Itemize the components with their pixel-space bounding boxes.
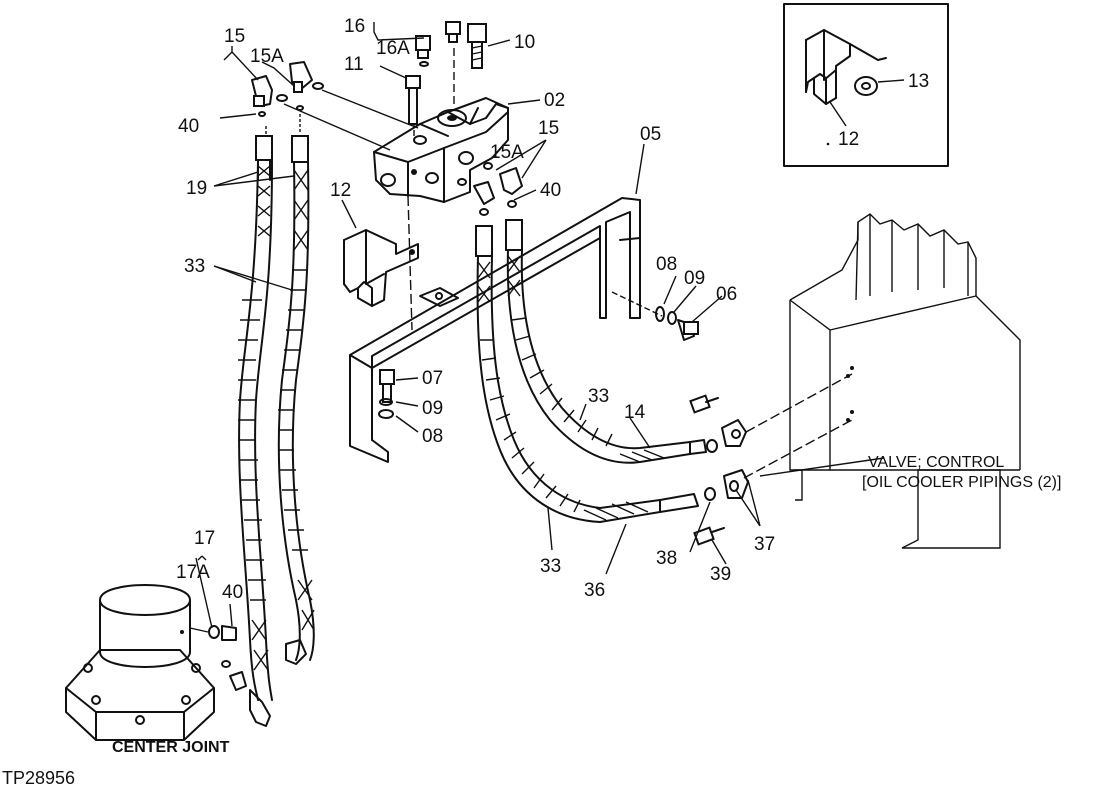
elbow-fittings-15-left bbox=[251, 61, 419, 151]
callout-labels: 16 16A 10 15 15A 11 02 40 15 15A 05 40 1… bbox=[176, 16, 775, 603]
caption-control-valve-line2: [OIL COOLER PIPINGS (2)] bbox=[862, 474, 1061, 491]
callout-38: 38 bbox=[656, 548, 677, 569]
callout-33-left: 33 bbox=[184, 256, 205, 277]
callout-16a: 16A bbox=[376, 38, 410, 59]
elbow-fittings-15-right bbox=[457, 162, 523, 216]
callout-37: 37 bbox=[754, 534, 775, 555]
callout-09-bot: 09 bbox=[422, 398, 443, 419]
valve-block-02 bbox=[373, 48, 509, 331]
middle-hoses bbox=[475, 219, 749, 575]
callout-16: 16 bbox=[344, 16, 365, 37]
bolt-10 bbox=[467, 23, 511, 69]
callout-40-mid: 40 bbox=[540, 180, 561, 201]
callout-12-mid: 12 bbox=[330, 180, 351, 201]
captions: VALVE; CONTROL [OIL COOLER PIPINGS (2)] … bbox=[2, 454, 1061, 788]
callout-36: 36 bbox=[584, 580, 605, 601]
callout-11: 11 bbox=[344, 54, 364, 75]
callout-39: 39 bbox=[710, 564, 731, 585]
center-joint bbox=[65, 557, 247, 741]
callout-33-low: 33 bbox=[540, 556, 561, 577]
caption-center-joint: CENTER JOINT bbox=[112, 739, 230, 756]
callout-15a-right: 15A bbox=[490, 142, 524, 163]
mount-bracket-12 bbox=[341, 199, 419, 307]
callout-40-bot: 40 bbox=[222, 582, 243, 603]
plug-16a bbox=[415, 21, 461, 67]
callout-15a-top: 15A bbox=[250, 46, 284, 67]
callout-08-top: 08 bbox=[656, 254, 677, 275]
callout-15-top: 15 bbox=[224, 26, 245, 47]
callout-17a: 17A bbox=[176, 562, 210, 583]
callout-10: 10 bbox=[514, 32, 535, 53]
callout-33-mid: 33 bbox=[588, 386, 609, 407]
callout-08-bot: 08 bbox=[422, 426, 443, 447]
fasteners bbox=[378, 291, 699, 433]
control-valve-body bbox=[743, 213, 1021, 549]
callout-leaders bbox=[197, 22, 885, 565]
callout-17: 17 bbox=[194, 528, 215, 549]
callout-06: 06 bbox=[716, 284, 737, 305]
bolt-11 bbox=[379, 65, 421, 125]
callout-02: 02 bbox=[544, 90, 565, 111]
callout-19: 19 bbox=[186, 178, 207, 199]
left-hose-pair bbox=[213, 113, 315, 727]
callout-07: 07 bbox=[422, 368, 443, 389]
callout-15-right: 15 bbox=[538, 118, 559, 139]
bracket-05 bbox=[349, 197, 641, 463]
inset-detail: 13 12 bbox=[783, 3, 949, 167]
callout-09-top: 09 bbox=[684, 268, 705, 289]
callout-40-left: 40 bbox=[178, 116, 199, 137]
figure-id: TP28956 bbox=[2, 768, 75, 788]
callout-05: 05 bbox=[640, 124, 661, 145]
callout-12-inset: 12 bbox=[838, 129, 859, 150]
callout-13: 13 bbox=[908, 71, 929, 92]
caption-control-valve-line1: VALVE; CONTROL bbox=[868, 454, 1004, 471]
callout-14: 14 bbox=[624, 402, 646, 423]
